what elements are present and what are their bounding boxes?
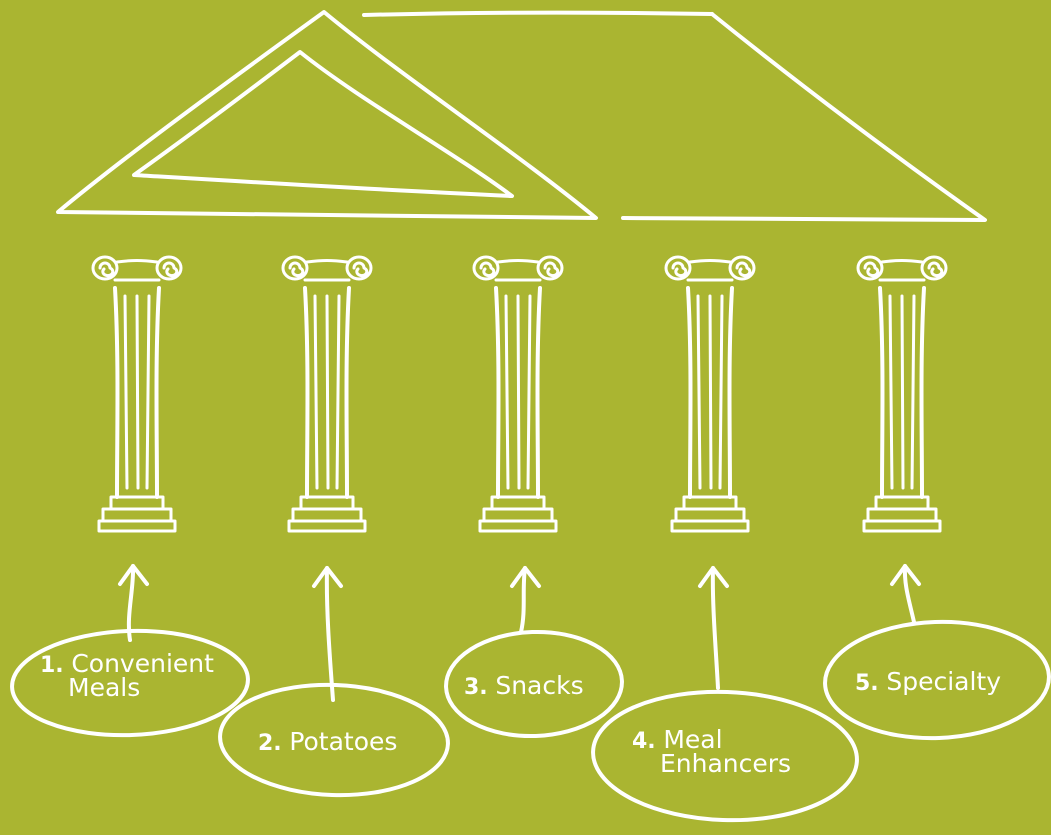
arrow-head: [118, 564, 149, 586]
pillar-label-line: Snacks: [495, 671, 583, 700]
pillar-label-line: Potatoes: [289, 727, 397, 756]
arrow-shaft: [902, 564, 916, 624]
arrow-2: [312, 566, 343, 702]
columns: [91, 255, 948, 533]
roof: [56, 10, 987, 222]
arrow-5: [890, 564, 921, 624]
column-shaft: [878, 286, 926, 499]
column-volute-right: [920, 255, 948, 281]
column-shaft: [494, 286, 542, 499]
arrow-head: [890, 564, 921, 586]
arrow-head: [312, 566, 343, 588]
column-volute-right: [536, 255, 564, 281]
label-ellipse: [10, 628, 250, 738]
column-capital: [686, 259, 734, 282]
column-flutes: [504, 294, 532, 490]
column-volute-left: [664, 255, 692, 281]
column-volute-left: [472, 255, 500, 281]
column-volute-right: [155, 255, 183, 281]
pillar-number: 3. Snacks: [464, 671, 584, 700]
roof-ridge: [362, 10, 714, 17]
column-shaft: [303, 286, 351, 499]
roof-left-triangle-outer: [56, 10, 598, 220]
pillar-label-line: Convenient: [71, 649, 214, 678]
column-5: [856, 255, 948, 533]
column-base: [97, 495, 177, 533]
column-base: [670, 495, 750, 533]
column-capital: [878, 259, 926, 282]
arrow-4: [698, 566, 729, 690]
column-volute-left: [281, 255, 309, 281]
pillar-number-text: 2.: [258, 731, 289, 756]
arrow-shaft: [126, 564, 136, 642]
column-shaft: [686, 286, 734, 499]
arrow-shaft: [519, 566, 527, 634]
label-ellipse: [444, 629, 624, 739]
roof-left-triangle-inner: [132, 50, 514, 198]
label-ellipse: [823, 619, 1051, 741]
pillar-label-line: Meal: [663, 725, 722, 754]
column-flutes: [888, 294, 916, 490]
column-volute-left: [91, 255, 119, 281]
pillar-number: 5. Specialty: [855, 667, 1001, 696]
pillar-number-text: 1.: [40, 653, 71, 678]
column-flutes: [313, 294, 341, 490]
column-1: [91, 255, 183, 533]
arrow-shaft: [710, 566, 720, 690]
pillar-label-line: Meals: [68, 673, 140, 702]
arrow-shaft: [324, 566, 335, 702]
pillar-label-2: 2. Potatoes: [218, 682, 450, 798]
column-volute-right: [345, 255, 373, 281]
column-capital: [113, 259, 161, 282]
column-capital: [494, 259, 542, 282]
arrow-1: [118, 564, 149, 642]
column-base: [862, 495, 942, 533]
pillar-label-3: 3. Snacks: [444, 629, 624, 739]
column-shaft: [113, 286, 161, 499]
label-ellipse: [591, 689, 859, 823]
arrow-head: [698, 566, 729, 588]
label-ellipse: [218, 682, 450, 798]
pillar-label-5: 5. Specialty: [823, 619, 1051, 741]
column-flutes: [696, 294, 724, 490]
column-volute-left: [856, 255, 884, 281]
column-2: [281, 255, 373, 533]
arrow-3: [510, 566, 541, 634]
pillar-number-text: 4.: [632, 729, 663, 754]
pillar-label-line: Enhancers: [660, 749, 791, 778]
roof-right-slope: [621, 12, 987, 222]
pillar-number-text: 5.: [855, 671, 886, 696]
column-base: [478, 495, 558, 533]
pillar-number: 2. Potatoes: [258, 727, 397, 756]
column-base: [287, 495, 367, 533]
column-4: [664, 255, 756, 533]
pillar-label-line: Specialty: [886, 667, 1001, 696]
arrow-head: [510, 566, 541, 588]
column-volute-right: [728, 255, 756, 281]
column-3: [472, 255, 564, 533]
column-flutes: [123, 294, 151, 490]
pillar-number: 4. Meal: [632, 725, 723, 754]
pillar-number-text: 3.: [464, 675, 495, 700]
pillar-number: 1. Convenient: [40, 649, 214, 678]
column-capital: [303, 259, 351, 282]
